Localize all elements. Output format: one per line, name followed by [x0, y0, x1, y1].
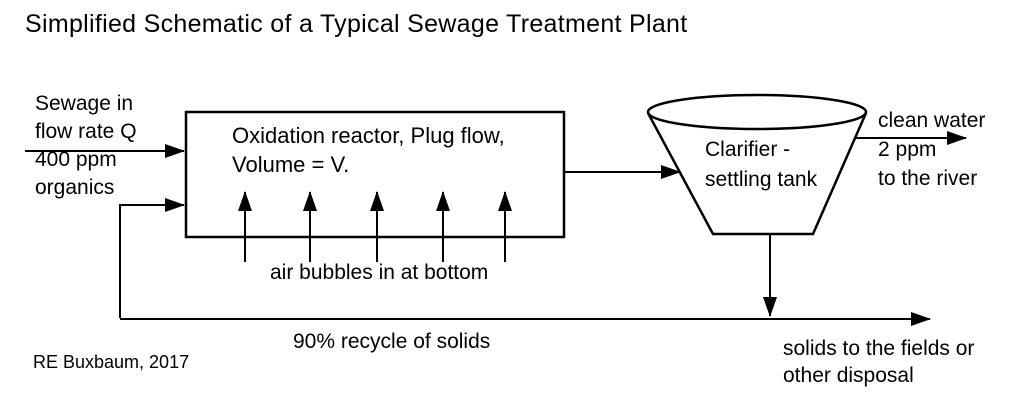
influent-line-4: organics	[35, 176, 115, 199]
effluent-line-2: 2 ppm	[878, 138, 937, 161]
oxidation-reactor-box	[184, 110, 566, 239]
influent-line-1: Sewage in	[35, 92, 134, 115]
page-title: Simplified Schematic of a Typical Sewage…	[25, 10, 688, 38]
influent-line-2: flow rate Q	[35, 120, 137, 143]
clarifier-label-line-1: Clarifier -	[705, 138, 791, 161]
recycle-return-arrow	[119, 198, 185, 318]
solids-disposal-line-2: other disposal	[783, 364, 914, 387]
solids-disposal-line-1: solids to the fields or	[783, 337, 975, 360]
clarifier-label-line-2: settling tank	[705, 168, 818, 191]
influent-label: Sewage in flow rate Q 400 ppm organics	[35, 90, 137, 202]
recycle-label: 90% recycle of solids	[293, 330, 491, 353]
effluent-line-3: to the river	[878, 167, 978, 190]
effluent-line-1: clean water	[878, 109, 986, 132]
influent-line-3: 400 ppm	[35, 148, 117, 171]
clarifier-rim-ellipse	[646, 93, 868, 131]
solids-disposal-label: solids to the fields or other disposal	[783, 335, 974, 389]
clarifier-label: Clarifier - settling tank	[705, 135, 817, 195]
reactor-label-line-1: Oxidation reactor, Plug flow,	[232, 123, 505, 148]
reactor-label: Oxidation reactor, Plug flow, Volume = V…	[232, 121, 505, 179]
reactor-label-line-2: Volume = V.	[232, 152, 350, 177]
clarifier-funnel	[646, 112, 868, 236]
credit-label: RE Buxbaum, 2017	[33, 352, 190, 372]
effluent-label: clean water 2 ppm to the river	[878, 106, 985, 193]
air-bubbles-label: air bubbles in at bottom	[270, 261, 489, 284]
